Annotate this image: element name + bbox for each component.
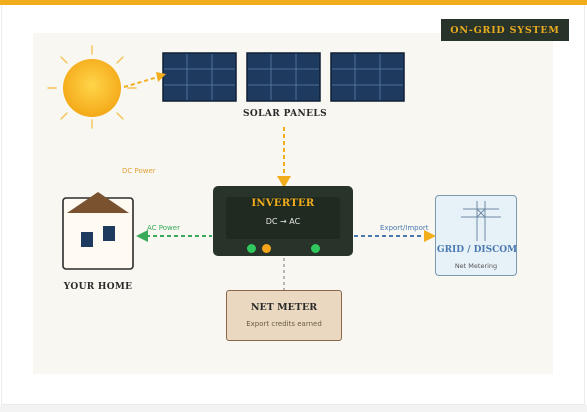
inverter-screen: [226, 197, 340, 239]
inverter-unit: INVERTER DC → AC: [213, 186, 353, 256]
solar-panel-3: [330, 52, 405, 102]
net-meter-title: NET METER: [250, 302, 318, 313]
status-led-green: [247, 244, 256, 253]
inverter-subtitle: DC → AC: [265, 217, 301, 226]
dc-arrow-icon: [277, 176, 291, 188]
solar-panels-label: SOLAR PANELS: [242, 109, 328, 119]
net-meter-subtitle: Export credits earned: [246, 320, 322, 328]
sunlight-line: [123, 76, 159, 88]
system-type-badge: ON-GRID SYSTEM: [441, 19, 569, 41]
content-frame: [1, 5, 585, 405]
status-led-right: [311, 244, 320, 253]
sun-icon: [47, 45, 137, 129]
home-label: YOUR HOME: [63, 282, 133, 292]
solar-panel-2: [246, 52, 321, 102]
status-led-amber: [262, 244, 271, 253]
home-icon: [62, 192, 134, 270]
solar-panel-1: [162, 52, 237, 102]
ac-power-label: AC Power: [147, 224, 180, 232]
net-meter-box: NET METER Export credits earned: [226, 290, 342, 341]
top-accent-bar: [0, 0, 587, 5]
export-import-label: Export/Import: [380, 224, 429, 232]
net-metering-label: Net Metering: [454, 262, 498, 270]
sunlight-arrow-icon: [156, 72, 166, 82]
grid-label: GRID / DISCOM: [436, 245, 518, 255]
ac-arrow-icon: [136, 230, 148, 242]
inverter-title: INVERTER: [251, 198, 315, 209]
export-arrow-icon: [424, 230, 436, 242]
dc-power-label: DC Power: [122, 167, 156, 175]
bottom-strip: [0, 405, 587, 412]
transmission-tower-icon: [461, 201, 501, 241]
